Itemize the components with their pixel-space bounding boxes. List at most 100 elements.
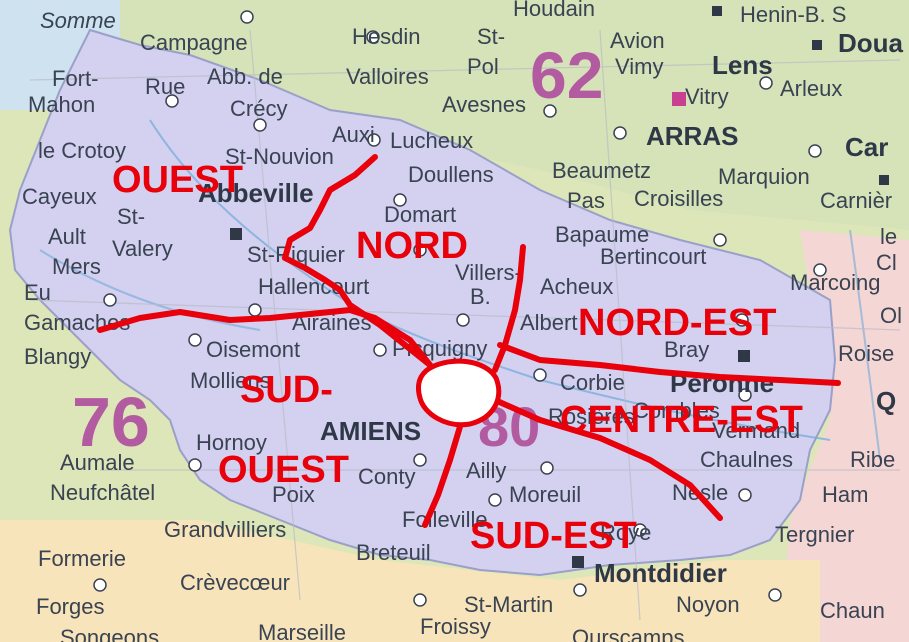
sector-label-sud-est: SUD-EST (470, 515, 637, 557)
town-label: Houdain (513, 0, 595, 21)
town-label: Chaun (820, 598, 885, 623)
town-label: St- (477, 24, 505, 49)
department-76-label: 76 (72, 383, 150, 461)
town-label: Mahon (28, 92, 95, 117)
town-label: Roise (838, 341, 894, 366)
town-label: Moreuil (509, 482, 581, 507)
amiens-center-blob (415, 358, 502, 428)
town-label: Hornoy (196, 430, 267, 455)
town-label: Forges (36, 594, 104, 619)
department-62-label: 62 (530, 38, 603, 112)
town-label: Corbie (560, 370, 625, 395)
town-label: Somme (40, 8, 116, 33)
town-label: St-Martin (464, 592, 553, 617)
town-label: Doua (838, 28, 904, 58)
town-label: Vimy (615, 54, 664, 79)
town-label: Abbeville (198, 178, 314, 208)
town-label: le (880, 224, 897, 249)
town-label: Poix (272, 482, 315, 507)
town-label: Croisilles (634, 186, 723, 211)
town-label: Froissy (420, 614, 491, 639)
town-label: Tergnier (775, 522, 854, 547)
town-label: Crécy (230, 96, 287, 121)
sector-label-nord-est: NORD-EST (578, 302, 776, 344)
town-label: Oisemont (206, 337, 300, 362)
town-label: Hesdin (352, 24, 420, 49)
town-label: AMIENS (320, 416, 421, 446)
town-labels: Somme Campagne Hesdin St- Pol Houdain Av… (22, 0, 904, 642)
somme-department-region (8, 28, 837, 577)
town-label: Beaumetz (552, 158, 651, 183)
town-label: Conty (358, 464, 415, 489)
river-tertiary (849, 229, 881, 461)
town-label: Avesnes (442, 92, 526, 117)
town-label: Marcoing (790, 270, 880, 295)
town-label: Valloires (346, 64, 429, 89)
town-label: Roye (600, 520, 651, 545)
town-label: Montdidier (594, 558, 727, 588)
town-label: Neufchâtel (50, 480, 155, 505)
town-label: Auxi (332, 122, 375, 147)
sector-label-centre-est: CENTRE-EST (560, 399, 803, 441)
town-label: Mers (52, 254, 101, 279)
town-label: Gamaches (24, 310, 130, 335)
town-label: Breteuil (356, 540, 431, 565)
town-label: Ailly (466, 458, 506, 483)
town-label: Ol (880, 303, 902, 328)
town-label: Rue (145, 74, 185, 99)
town-label: Henin-B. S (740, 2, 846, 27)
town-label: Vitry (685, 84, 729, 109)
river-secondary (39, 249, 261, 331)
town-label: Molliens (190, 368, 271, 393)
town-label: Arleux (780, 76, 842, 101)
town-label: Ourscamps (572, 625, 684, 642)
town-label: St- (117, 204, 145, 229)
town-label: Aumale (60, 450, 135, 475)
town-label: Pol (467, 54, 499, 79)
town-label: Q (876, 386, 896, 416)
town-label: Lens (712, 50, 773, 80)
town-label: B. (470, 284, 491, 309)
sector-label-nord: NORD (356, 225, 468, 267)
sector-label-sud-ouest-bottom: OUEST (218, 449, 349, 491)
town-label: Ault (48, 224, 86, 249)
town-label: ARRAS (646, 121, 738, 151)
town-label: Bapaume (555, 222, 649, 247)
town-label: Vermand (712, 418, 800, 443)
river-somme (149, 119, 831, 441)
town-label: le Crotoy (38, 138, 126, 163)
town-label: Cayeux (22, 184, 97, 209)
town-label: Chaulnes (700, 447, 793, 472)
town-label: Cl (876, 250, 897, 275)
town-label: Bertincourt (600, 244, 706, 269)
town-label: Crèvecœur (180, 570, 290, 595)
town-label: Ribe (850, 447, 895, 472)
town-label: Marseille (258, 620, 346, 642)
sector-lines (97, 154, 841, 528)
town-label: Acheux (540, 274, 613, 299)
town-label: Villers- (455, 260, 522, 285)
town-label: Fort- (52, 66, 98, 91)
town-label: St-Nouvion (225, 144, 334, 169)
town-label: Pas (567, 188, 605, 213)
town-label: Eu (24, 280, 51, 305)
sector-label-sud-ouest-top: SUD- (240, 369, 333, 411)
north-region (120, 0, 909, 230)
arras-marker (672, 92, 686, 106)
town-label: Bray (664, 337, 709, 362)
east-region (780, 230, 909, 642)
town-label: Carnièr (820, 188, 892, 213)
town-label: Valery (112, 236, 173, 261)
town-label: Campagne (140, 30, 248, 55)
town-label: Combles (633, 398, 720, 423)
town-label: Abb. de (207, 64, 283, 89)
town-label: Albert (520, 310, 577, 335)
town-label: Grandvilliers (164, 517, 286, 542)
major-town-markers (230, 6, 889, 568)
town-label: Domart (384, 202, 456, 227)
town-label: Noyon (676, 592, 740, 617)
town-label: Doullens (408, 162, 494, 187)
town-label: Ham (822, 482, 868, 507)
